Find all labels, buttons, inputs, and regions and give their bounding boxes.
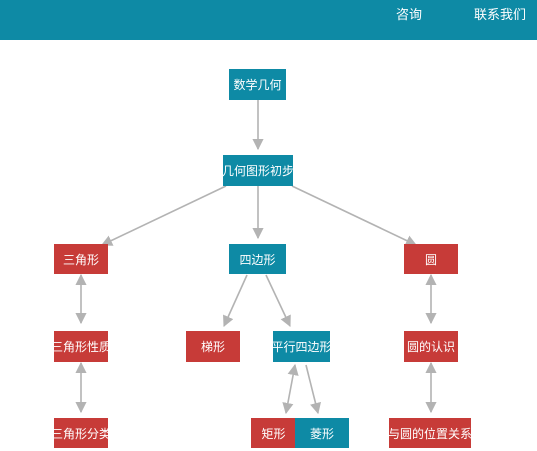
nav-link-contact-us[interactable]: 联系我们	[474, 8, 527, 23]
node-parallelogram[interactable]: 平行四边形	[273, 331, 330, 362]
connector-parallelogram-to-rectangle	[282, 363, 299, 415]
connector-parallelogram-to-rhombus	[305, 364, 321, 415]
node-circle-position[interactable]: 与圆的位置关系	[389, 418, 471, 448]
connector-quadrilateral-to-trapezoid	[223, 274, 248, 328]
connector-quadrilateral-to-parallelogram	[265, 274, 291, 328]
node-math-geometry[interactable]: 数学几何	[229, 69, 286, 100]
node-quadrilateral[interactable]: 四边形	[229, 244, 286, 274]
node-triangle[interactable]: 三角形	[54, 244, 108, 274]
connector-basics-to-circle	[291, 185, 418, 246]
node-rectangle[interactable]: 矩形	[251, 418, 296, 448]
node-rhombus[interactable]: 菱形	[295, 418, 349, 448]
node-triangle-property[interactable]: 三角形性质	[54, 331, 108, 362]
connector-basics-to-triangle	[100, 185, 227, 246]
nav-link-consult[interactable]: 咨询	[396, 8, 423, 23]
node-circle-knowledge[interactable]: 圆的认识	[404, 331, 458, 362]
node-circle[interactable]: 圆	[404, 244, 458, 274]
top-header-bar: 咨询 联系我们	[0, 0, 537, 40]
node-trapezoid[interactable]: 梯形	[186, 331, 240, 362]
node-geometry-basics[interactable]: 几何图形初步	[223, 155, 293, 186]
node-triangle-classify[interactable]: 三角形分类	[54, 418, 108, 448]
